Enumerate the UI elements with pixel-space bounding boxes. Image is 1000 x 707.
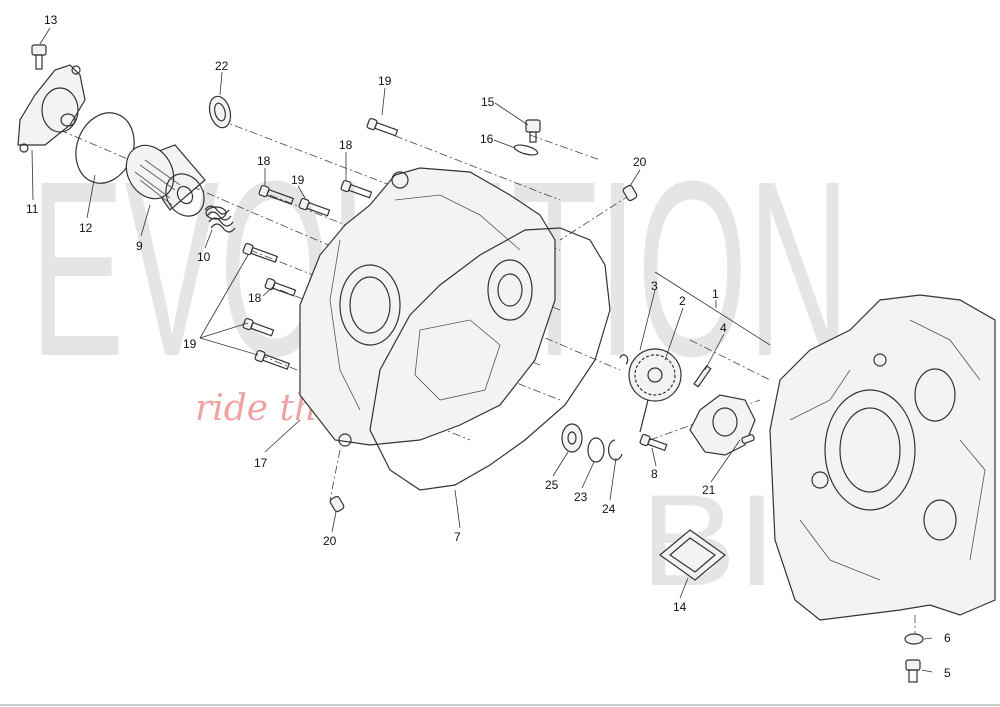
callout-17: 17 xyxy=(254,456,268,470)
oil-pump-gear-2 xyxy=(628,348,682,433)
bolt-8 xyxy=(639,433,668,452)
oil-seal-22 xyxy=(208,95,232,129)
bolt-13 xyxy=(31,44,47,70)
callout-24: 24 xyxy=(602,502,616,516)
callout-13: 13 xyxy=(44,13,58,27)
callout-12: 12 xyxy=(79,221,93,235)
callout-3: 3 xyxy=(651,279,658,293)
callout-18-mid: 18 xyxy=(248,291,262,305)
callout-14: 14 xyxy=(673,600,687,614)
washer-6 xyxy=(904,633,924,645)
callout-19-group: 19 xyxy=(183,337,197,351)
callout-8: 8 xyxy=(651,467,658,481)
callout-16: 16 xyxy=(480,132,494,146)
callout-4: 4 xyxy=(720,321,727,335)
callout-1: 1 xyxy=(712,287,719,301)
bolts-18-19 xyxy=(242,117,399,370)
dowel-20-top xyxy=(622,184,638,202)
callout-23: 23 xyxy=(574,490,588,504)
crankcase-cover-17 xyxy=(299,167,556,447)
callout-22: 22 xyxy=(215,59,229,73)
crankcase-half xyxy=(769,294,996,621)
oil-filter-9 xyxy=(125,144,206,217)
callout-6: 6 xyxy=(944,631,951,645)
pin-4 xyxy=(693,365,712,388)
callout-19-top: 19 xyxy=(378,74,392,88)
callout-25: 25 xyxy=(545,478,559,492)
gasket-7 xyxy=(369,227,611,491)
plug-15 xyxy=(525,119,541,143)
callout-15: 15 xyxy=(481,95,495,109)
dowel-20-bottom xyxy=(329,495,345,513)
callout-5: 5 xyxy=(944,666,951,680)
callout-20-top: 20 xyxy=(633,155,647,169)
oil-filter-cover-11 xyxy=(17,64,86,153)
callout-19-mid: 19 xyxy=(291,173,305,187)
drain-plug-5 xyxy=(905,659,921,683)
strainer-14 xyxy=(659,529,726,581)
clip-3 xyxy=(619,354,629,365)
oil-pump-body-21 xyxy=(689,394,756,456)
callout-18-left: 18 xyxy=(257,154,271,168)
callout-10: 10 xyxy=(197,250,211,264)
washer-25 xyxy=(561,423,583,453)
callout-18-top: 18 xyxy=(339,138,353,152)
callout-11: 11 xyxy=(26,202,39,216)
circlip-24 xyxy=(608,439,623,461)
callout-9: 9 xyxy=(136,239,143,253)
callout-20-bottom: 20 xyxy=(323,534,337,548)
o-ring-16 xyxy=(513,144,539,156)
spring-10 xyxy=(204,205,236,233)
leader-lines xyxy=(31,27,933,673)
callouts: 13 22 19 15 16 20 18 18 19 18 19 17 11 1… xyxy=(26,13,951,680)
washer-23 xyxy=(587,437,605,463)
callout-2: 2 xyxy=(679,294,686,308)
callout-7: 7 xyxy=(454,530,461,544)
callout-21: 21 xyxy=(702,483,716,497)
